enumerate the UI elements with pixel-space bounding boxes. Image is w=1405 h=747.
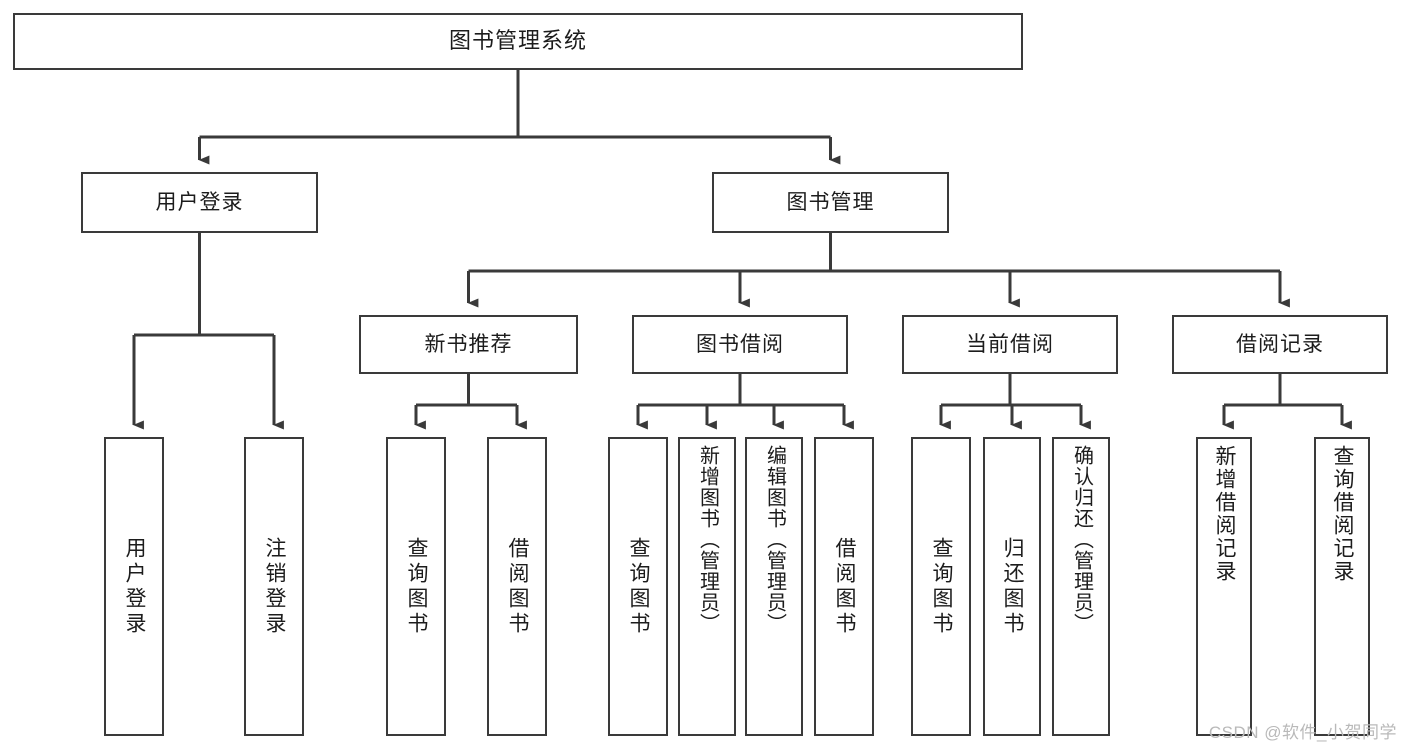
node-borrow-record-label: 借阅记录	[1236, 332, 1324, 356]
node-leaf-user-login[interactable]: 用户登录	[104, 437, 164, 736]
node-leaf-return-book-label: 归还图书	[1001, 536, 1025, 637]
node-root-label: 图书管理系统	[448, 28, 587, 54]
node-leaf-edit-book[interactable]: 编辑图书（管理员）	[745, 437, 803, 736]
node-leaf-return-book[interactable]: 归还图书	[983, 437, 1041, 736]
node-leaf-add-book[interactable]: 新增图书（管理员）	[678, 437, 736, 736]
node-leaf-logout[interactable]: 注销登录	[244, 437, 304, 736]
node-leaf-user-login-label: 用户登录	[123, 536, 147, 637]
node-leaf-query-book-2-label: 查询图书	[627, 536, 651, 637]
node-leaf-query-book-1-label: 查询图书	[405, 536, 429, 637]
node-leaf-query-book-3[interactable]: 查询图书	[911, 437, 971, 736]
node-root[interactable]: 图书管理系统	[13, 13, 1023, 70]
node-new-book-recommend-label: 新书推荐	[424, 332, 513, 356]
node-leaf-edit-book-label: 编辑图书（管理员）	[763, 445, 786, 634]
node-leaf-logout-label: 注销登录	[263, 536, 287, 637]
node-leaf-borrow-book-2-label: 借阅图书	[833, 536, 857, 637]
node-leaf-query-record-label: 查询借阅记录	[1331, 445, 1355, 583]
node-leaf-borrow-book-1-label: 借阅图书	[506, 536, 530, 637]
node-book-borrow-label: 图书借阅	[696, 332, 784, 356]
node-leaf-borrow-book-1[interactable]: 借阅图书	[487, 437, 547, 736]
node-book-manage-label: 图书管理	[786, 190, 875, 214]
node-current-borrow-label: 当前借阅	[966, 332, 1054, 356]
node-leaf-confirm-return-label: 确认归还（管理员）	[1070, 445, 1093, 634]
node-leaf-query-book-3-label: 查询图书	[930, 536, 954, 637]
node-user-login[interactable]: 用户登录	[81, 172, 318, 233]
node-user-login-label: 用户登录	[155, 190, 244, 214]
node-leaf-query-book-2[interactable]: 查询图书	[608, 437, 668, 736]
node-leaf-add-book-label: 新增图书（管理员）	[696, 445, 719, 634]
node-borrow-record[interactable]: 借阅记录	[1172, 315, 1388, 374]
node-leaf-add-record-label: 新增借阅记录	[1213, 445, 1237, 583]
node-leaf-borrow-book-2[interactable]: 借阅图书	[814, 437, 874, 736]
node-leaf-confirm-return[interactable]: 确认归还（管理员）	[1052, 437, 1110, 736]
node-new-book-recommend[interactable]: 新书推荐	[359, 315, 578, 374]
node-book-borrow[interactable]: 图书借阅	[632, 315, 848, 374]
node-book-manage[interactable]: 图书管理	[712, 172, 949, 233]
node-leaf-query-book-1[interactable]: 查询图书	[386, 437, 446, 736]
node-leaf-add-record[interactable]: 新增借阅记录	[1196, 437, 1252, 736]
node-leaf-query-record[interactable]: 查询借阅记录	[1314, 437, 1370, 736]
node-current-borrow[interactable]: 当前借阅	[902, 315, 1118, 374]
